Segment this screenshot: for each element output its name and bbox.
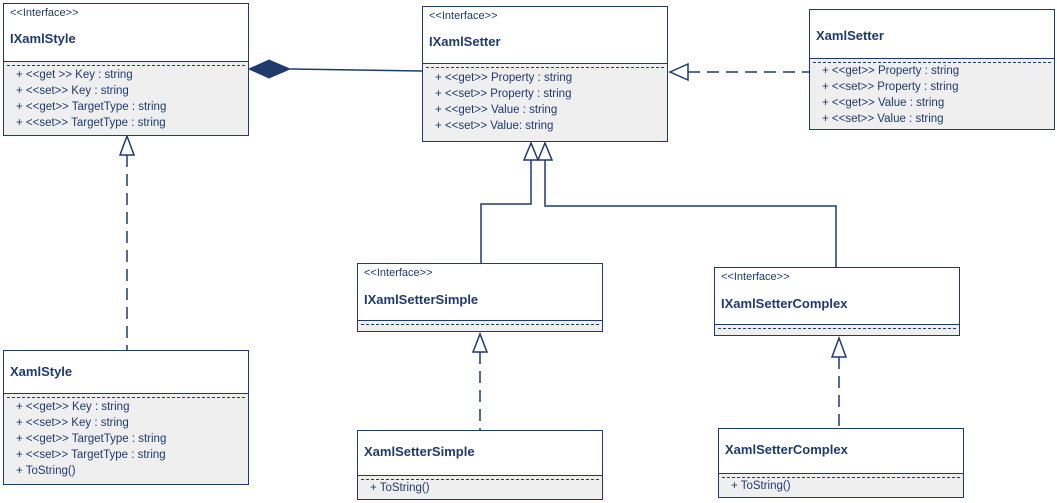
class-header: XamlSetterComplex [719,429,963,474]
member-item: + <<get>> TargetType : string [16,433,167,445]
member-item: + <<set>> Value: string [435,120,554,132]
member-item: + ToString() [16,465,76,477]
member-item: + <<get >> Key : string [16,69,133,81]
class-header: XamlSetter [810,10,1054,59]
member-divider [7,65,245,66]
member-divider [718,328,956,329]
member-item: + <<get>> Property : string [435,72,573,84]
class-header: <<Interface>> IXamlSetter [423,7,667,64]
member-item: + <<set>> Property : string [435,88,572,100]
class-name: XamlSetter [816,28,884,43]
class-body [358,321,602,331]
generalization-ixamlsettersimple-ixamlsetter [480,141,540,263]
member-item: + ToString() [370,482,430,494]
class-ixamlsettersimple[interactable]: <<Interface>> IXamlSetterSimple [357,263,603,332]
member-item: + <<get>> Property : string [822,65,960,77]
realization-xamlsettersimple-ixamlsettersimple [471,331,489,430]
class-header: XamlStyle [4,351,248,394]
realization-xamlstyle-ixamlstyle [118,133,136,350]
class-ixamlsettercomplex[interactable]: <<Interface>> IXamlSetterComplex [714,267,960,336]
member-item: + <<get>> Key : string [16,401,130,413]
class-name: IXamlSetterSimple [364,292,479,307]
class-xamlsettersimple[interactable]: XamlSetterSimple + ToString() [357,430,603,500]
realization-arrow-icon [118,133,136,156]
member-divider [361,479,599,480]
realization-xamlsetter-ixamlsetter [668,62,809,82]
member-item: + <<set>> Property : string [822,81,959,93]
class-xamlstyle[interactable]: XamlStyle + <<get>> Key : string + <<set… [3,350,249,485]
realization-arrow-icon [471,331,489,353]
realization-xamlsettercomplex-ixamlsettercomplex [830,335,848,428]
composition-ixamlstyle-ixamlsetter [247,59,423,79]
member-divider [426,67,664,68]
member-item: + <<get>> Value : string [822,97,945,109]
stereotype-label: <<Interface>> [429,10,498,22]
class-name: IXamlSetterComplex [721,296,848,311]
class-ixamlsetter[interactable]: <<Interface>> IXamlSetter + <<get>> Prop… [422,6,668,142]
class-body: + <<get >> Key : string + <<set>> Key : … [4,62,248,135]
member-divider [7,397,245,398]
class-body: + <<get>> Property : string + <<set>> Pr… [810,59,1054,129]
stereotype-label: <<Interface>> [10,7,79,19]
class-xamlsettercomplex[interactable]: XamlSetterComplex + ToString() [718,428,964,498]
generalization-ixamlsettercomplex-ixamlsetter [536,141,837,267]
realization-arrow-icon [668,62,689,82]
class-header: <<Interface>> IXamlSetterComplex [715,268,959,325]
generalization-arrow-icon [536,141,554,161]
member-divider [722,477,960,478]
class-name: XamlSetterComplex [725,442,848,457]
class-body: + <<get>> Property : string + <<set>> Pr… [423,64,667,141]
realization-arrow-icon [830,335,848,358]
member-item: + <<set>> TargetType : string [16,449,166,461]
member-divider [813,62,1051,63]
class-body: + ToString() [358,476,602,499]
class-body: + ToString() [719,474,963,497]
class-name: IXamlStyle [10,31,76,46]
class-header: <<Interface>> IXamlStyle [4,4,248,62]
class-name: XamlSetterSimple [364,444,475,459]
stereotype-label: <<Interface>> [721,271,790,283]
class-xamlsetter[interactable]: XamlSetter + <<get>> Property : string +… [809,9,1055,130]
member-item: + <<get>> Value : string [435,104,558,116]
member-item: + <<get>> TargetType : string [16,101,167,113]
composition-diamond-icon [247,59,292,79]
class-body: + <<get>> Key : string + <<set>> Key : s… [4,394,248,484]
class-name: XamlStyle [10,364,73,379]
stereotype-label: <<Interface>> [364,267,433,279]
member-item: + <<set>> Value : string [822,113,944,125]
class-header: <<Interface>> IXamlSetterSimple [358,264,602,321]
member-divider [361,324,599,325]
member-item: + ToString() [731,480,791,492]
class-header: XamlSetterSimple [358,431,602,476]
generalization-arrow-icon [522,141,540,161]
class-name: IXamlSetter [429,34,501,49]
member-item: + <<set>> Key : string [16,417,129,429]
member-item: + <<set>> TargetType : string [16,117,166,129]
class-body [715,325,959,335]
member-item: + <<set>> Key : string [16,85,129,97]
class-ixamlstyle[interactable]: <<Interface>> IXamlStyle + <<get >> Key … [3,3,249,136]
